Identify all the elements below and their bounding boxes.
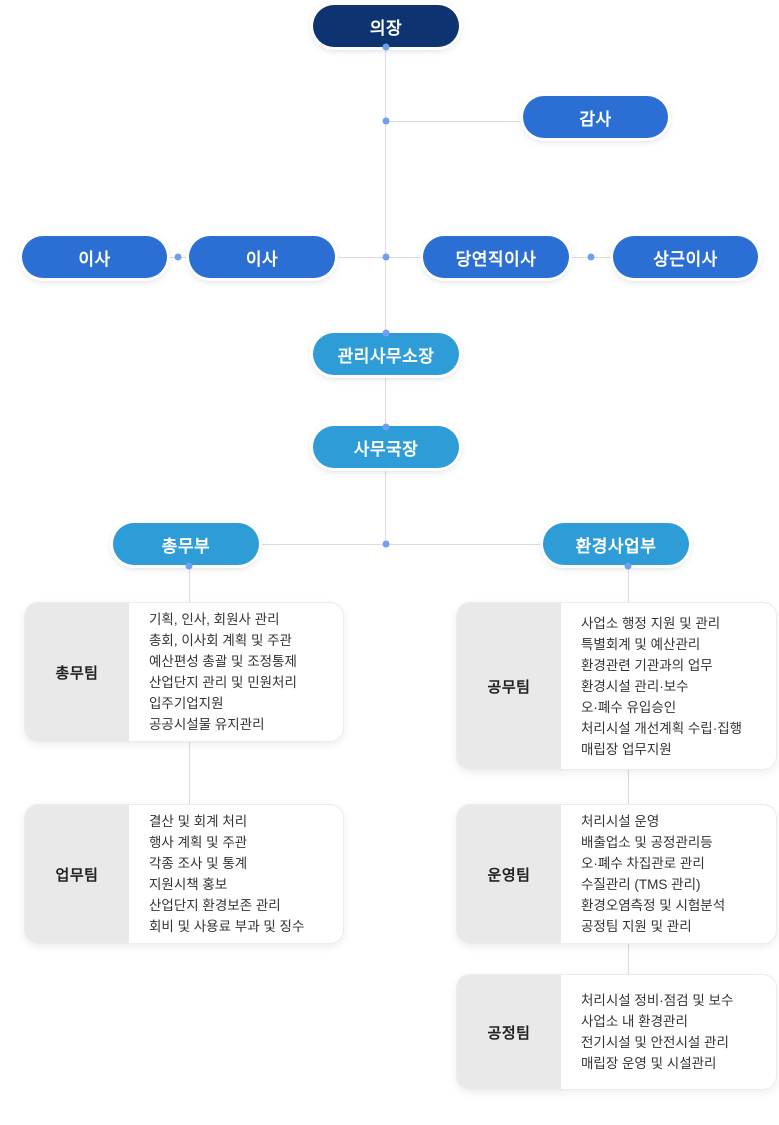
duty-line: 입주기업지원 xyxy=(149,696,224,711)
left-col-line-1 xyxy=(189,565,190,602)
duty-line: 환경오염측정 및 시험분석 xyxy=(581,898,726,913)
node-dept-general-affairs: 총무부 xyxy=(113,523,259,565)
right-col-line-1 xyxy=(628,565,629,602)
duty-line: 매립장 운영 및 시설관리 xyxy=(581,1056,717,1071)
node-director-1: 이사 xyxy=(22,236,167,278)
team-name: 공정팀 xyxy=(457,975,561,1089)
duty-line: 지원시책 홍보 xyxy=(149,877,228,892)
node-secretary-general: 사무국장 xyxy=(313,426,459,468)
directors-row-line xyxy=(95,257,686,258)
duty-line: 사업소 행정 지원 및 관리 xyxy=(581,615,721,631)
duty-line: 사업소 내 환경관리 xyxy=(581,1014,688,1029)
node-office-head: 관리사무소장 xyxy=(313,333,459,375)
node-director-2: 이사 xyxy=(189,236,335,278)
duty-line: 결산 및 회계 처리 xyxy=(149,814,248,829)
junction-dot xyxy=(587,253,595,261)
secretary-line xyxy=(385,468,386,544)
junction-dot xyxy=(185,562,193,570)
junction-dot xyxy=(174,253,182,261)
node-chairman: 의장 xyxy=(313,5,459,47)
team-name: 업무팀 xyxy=(25,805,129,943)
office-head-line xyxy=(385,375,386,426)
duty-line: 총회, 이사회 계획 및 주관 xyxy=(149,633,292,648)
duty-line: 각종 조사 및 통계 xyxy=(149,856,248,871)
duty-line: 산업단지 관리 및 민원처리 xyxy=(149,675,297,690)
duty-line: 공공시설물 유지관리 xyxy=(149,717,265,732)
duty-line: 매립장 업무지원 xyxy=(581,741,672,757)
node-director-exofficio: 당연직이사 xyxy=(423,236,569,278)
duty-line: 처리시설 개선계획 수립·집행 xyxy=(581,720,743,736)
duty-line: 산업단지 환경보존 관리 xyxy=(149,898,281,913)
departments-row-line xyxy=(190,544,629,545)
duty-line: 기획, 인사, 회원사 관리 xyxy=(149,612,280,627)
right-col-line-3 xyxy=(628,942,629,974)
duty-line: 처리시설 정비·점검 및 보수 xyxy=(581,993,734,1008)
trunk-line xyxy=(385,47,386,333)
node-auditor: 감사 xyxy=(523,96,668,138)
team-name: 총무팀 xyxy=(25,603,129,741)
junction-dot xyxy=(382,117,390,125)
duty-line: 오·폐수 유입승인 xyxy=(581,699,677,715)
left-col-line-2 xyxy=(189,740,190,804)
duty-line: 예산편성 총괄 및 조정통제 xyxy=(149,654,297,669)
node-dept-environment: 환경사업부 xyxy=(543,523,689,565)
junction-dot xyxy=(382,540,390,548)
junction-dot xyxy=(624,562,632,570)
duty-line: 특별회계 및 예산관리 xyxy=(581,636,701,652)
duty-line: 처리시설 운영 xyxy=(581,814,660,829)
duty-line: 회비 및 사용료 부과 및 징수 xyxy=(149,919,305,934)
duty-line: 오·폐수 차집관로 관리 xyxy=(581,856,705,871)
duty-line: 공정팀 지원 및 관리 xyxy=(581,919,692,934)
duty-line: 배출업소 및 공정관리등 xyxy=(581,835,713,850)
junction-dot xyxy=(382,43,390,51)
junction-dot xyxy=(382,253,390,261)
duty-line: 전기시설 및 안전시설 관리 xyxy=(581,1035,729,1050)
team-name: 공무팀 xyxy=(457,603,561,769)
team-name: 운영팀 xyxy=(457,805,561,943)
duty-line: 환경관련 기관과의 업무 xyxy=(581,657,713,673)
auditor-branch-line xyxy=(386,121,523,122)
duty-line: 수질관리 (TMS 관리) xyxy=(581,877,701,892)
right-col-line-2 xyxy=(628,768,629,804)
duty-line: 행사 계획 및 주관 xyxy=(149,835,248,850)
junction-dot xyxy=(382,423,390,431)
duty-line: 환경시설 관리·보수 xyxy=(581,678,689,694)
node-director-standing: 상근이사 xyxy=(613,236,758,278)
junction-dot xyxy=(382,329,390,337)
